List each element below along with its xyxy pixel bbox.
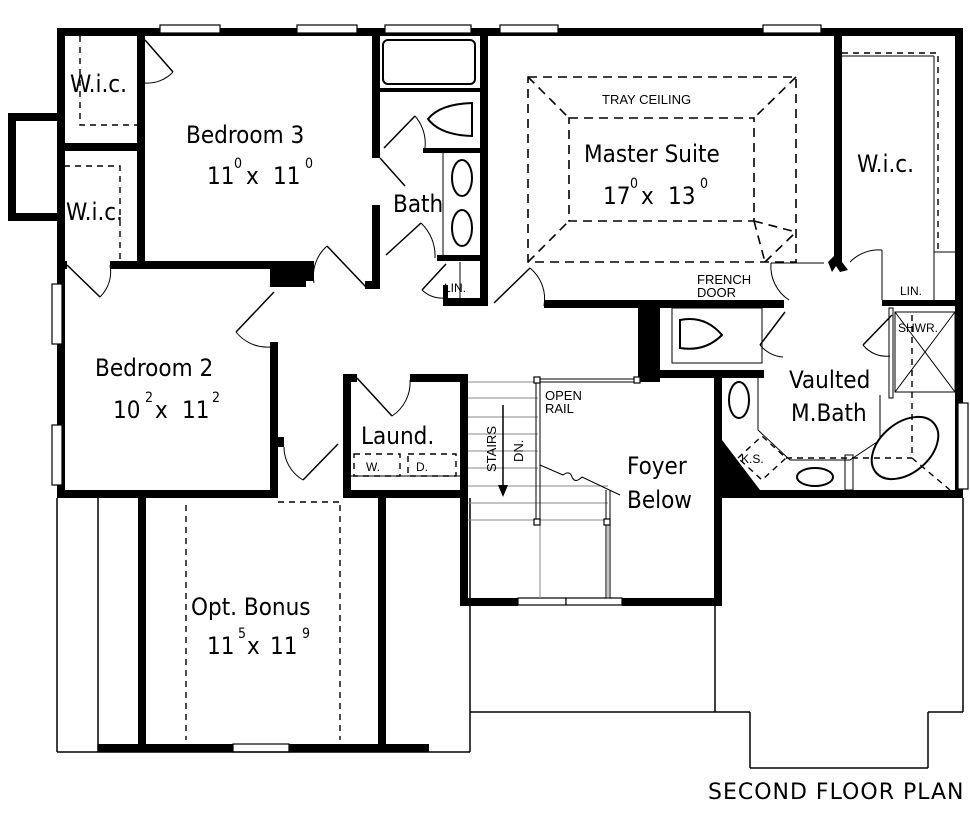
- label-vaulted: Vaulted: [789, 366, 870, 394]
- svg-text:x: x: [247, 632, 260, 660]
- bonus-outline: [97, 498, 343, 752]
- svg-text:11: 11: [207, 162, 234, 190]
- dim-master-suite: 17 0 x 13 0: [603, 176, 708, 210]
- label-master-suite: Master Suite: [584, 140, 720, 168]
- svg-text:0: 0: [700, 176, 708, 192]
- stairs: [468, 376, 641, 598]
- svg-text:11: 11: [270, 632, 297, 660]
- label-bedroom-2: Bedroom 2: [95, 354, 213, 382]
- svg-text:10: 10: [113, 396, 140, 424]
- svg-text:11: 11: [207, 632, 234, 660]
- windows: [51, 24, 969, 753]
- svg-text:2: 2: [145, 390, 153, 406]
- fixtures: [351, 39, 956, 491]
- plan-title: SECOND FLOOR PLAN: [708, 780, 965, 805]
- svg-text:13: 13: [668, 182, 695, 210]
- label-wic-master: W.i.c.: [857, 150, 914, 178]
- roof-outline: [56, 498, 964, 769]
- label-open-rail-2: RAIL: [545, 401, 574, 416]
- svg-text:x: x: [246, 162, 259, 190]
- label-stairs: STAIRS: [484, 426, 499, 472]
- label-tray-ceiling: TRAY CEILING: [602, 92, 691, 107]
- label-open-rail-1: OPEN: [545, 388, 582, 403]
- svg-text:x: x: [641, 182, 654, 210]
- doors: [66, 39, 893, 481]
- label-below: Below: [627, 486, 692, 514]
- svg-text:x: x: [155, 396, 168, 424]
- svg-text:9: 9: [302, 626, 310, 642]
- label-dn: DN.: [511, 440, 526, 462]
- label-bath: Bath: [393, 190, 443, 218]
- dim-bedroom-3: 11 0 x 11 0: [207, 156, 313, 190]
- label-mbath: M.Bath: [791, 399, 867, 427]
- label-dryer: D.: [416, 460, 428, 474]
- label-wic-mid-left: W.i.c.: [66, 198, 123, 226]
- dim-opt-bonus: 11 5 x 11 9: [207, 626, 310, 660]
- svg-text:11: 11: [182, 396, 209, 424]
- closet-shelves: [64, 36, 955, 300]
- label-foyer: Foyer: [627, 452, 687, 480]
- interior-walls: [57, 28, 962, 752]
- svg-text:17: 17: [603, 182, 630, 210]
- label-bedroom-3: Bedroom 3: [186, 121, 304, 149]
- svg-text:0: 0: [234, 156, 242, 172]
- label-french-door-1: FRENCH: [697, 272, 751, 287]
- svg-text:5: 5: [238, 626, 246, 642]
- labels: W.i.c. W.i.c. Bedroom 3 11 0 x 11 0 Bath…: [66, 70, 965, 805]
- label-laundry: Laund.: [361, 422, 434, 450]
- dim-bedroom-2: 10 2 x 11 2: [113, 390, 220, 424]
- label-opt-bonus: Opt. Bonus: [191, 593, 311, 621]
- label-lin-master: LIN.: [900, 284, 922, 298]
- tray-ceiling: [527, 76, 797, 263]
- label-lin-bath: LIN.: [444, 281, 466, 295]
- stairs-down-arrow-icon: [498, 485, 508, 497]
- label-wic-top-left: W.i.c.: [70, 70, 127, 98]
- svg-text:0: 0: [630, 176, 638, 192]
- label-shower: SHWR.: [898, 321, 938, 335]
- label-washer: W.: [366, 460, 380, 474]
- svg-text:0: 0: [305, 156, 313, 172]
- svg-text:2: 2: [212, 390, 220, 406]
- label-knee-space: K.S.: [741, 452, 764, 466]
- svg-text:11: 11: [273, 162, 300, 190]
- label-french-door-2: DOOR: [697, 285, 736, 300]
